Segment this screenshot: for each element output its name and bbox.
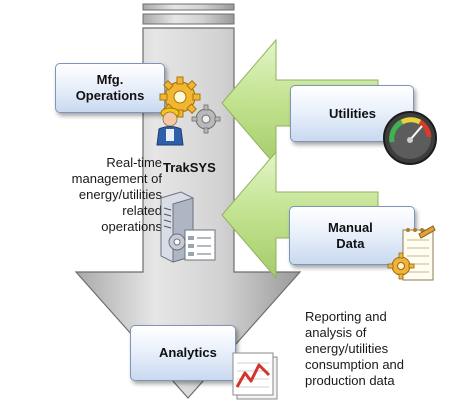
manual-data-box: Manual Data (289, 206, 415, 265)
utilities-label: Utilities (329, 105, 376, 121)
chart-icon (232, 352, 278, 400)
bottom-right-note-line-3: energy/utilities (305, 341, 389, 356)
bottom-right-note-line-5: production data (305, 373, 395, 388)
manual-data-line-1: Manual (328, 219, 373, 235)
left-note-line-2: management of (71, 171, 162, 186)
analytics-label: Analytics (159, 345, 217, 360)
left-note: Real-time management of energy/utilities… (44, 155, 162, 235)
manual-data-line-2: Data (336, 235, 365, 251)
analytics-box: Analytics (130, 325, 236, 381)
notepad-gear-icon (387, 225, 436, 281)
mfg-operations-line-1: Mfg. (96, 72, 124, 87)
left-note-line-1: Real-time (106, 155, 162, 170)
bottom-right-note-line-1: Reporting and (305, 309, 387, 324)
mfg-operations-box: Mfg. Operations (55, 63, 165, 113)
mfg-operations-line-2: Operations (75, 88, 145, 103)
left-note-line-4: related (122, 203, 162, 218)
traksys-label: TrakSYS (163, 160, 216, 175)
left-note-line-3: energy/utilities (78, 187, 162, 202)
bottom-right-note-line-4: consumption and (305, 357, 405, 372)
arrow-stripe-2 (142, 13, 235, 25)
gears-worker-icon (156, 76, 221, 146)
left-note-line-5: operations (101, 219, 162, 234)
bottom-right-note: Reporting and analysis of energy/utiliti… (305, 309, 445, 389)
arrow-stripe-1 (142, 3, 235, 11)
bottom-right-note-line-2: analysis of (305, 325, 367, 340)
server-icon (160, 191, 216, 263)
gauge-icon (383, 111, 437, 165)
